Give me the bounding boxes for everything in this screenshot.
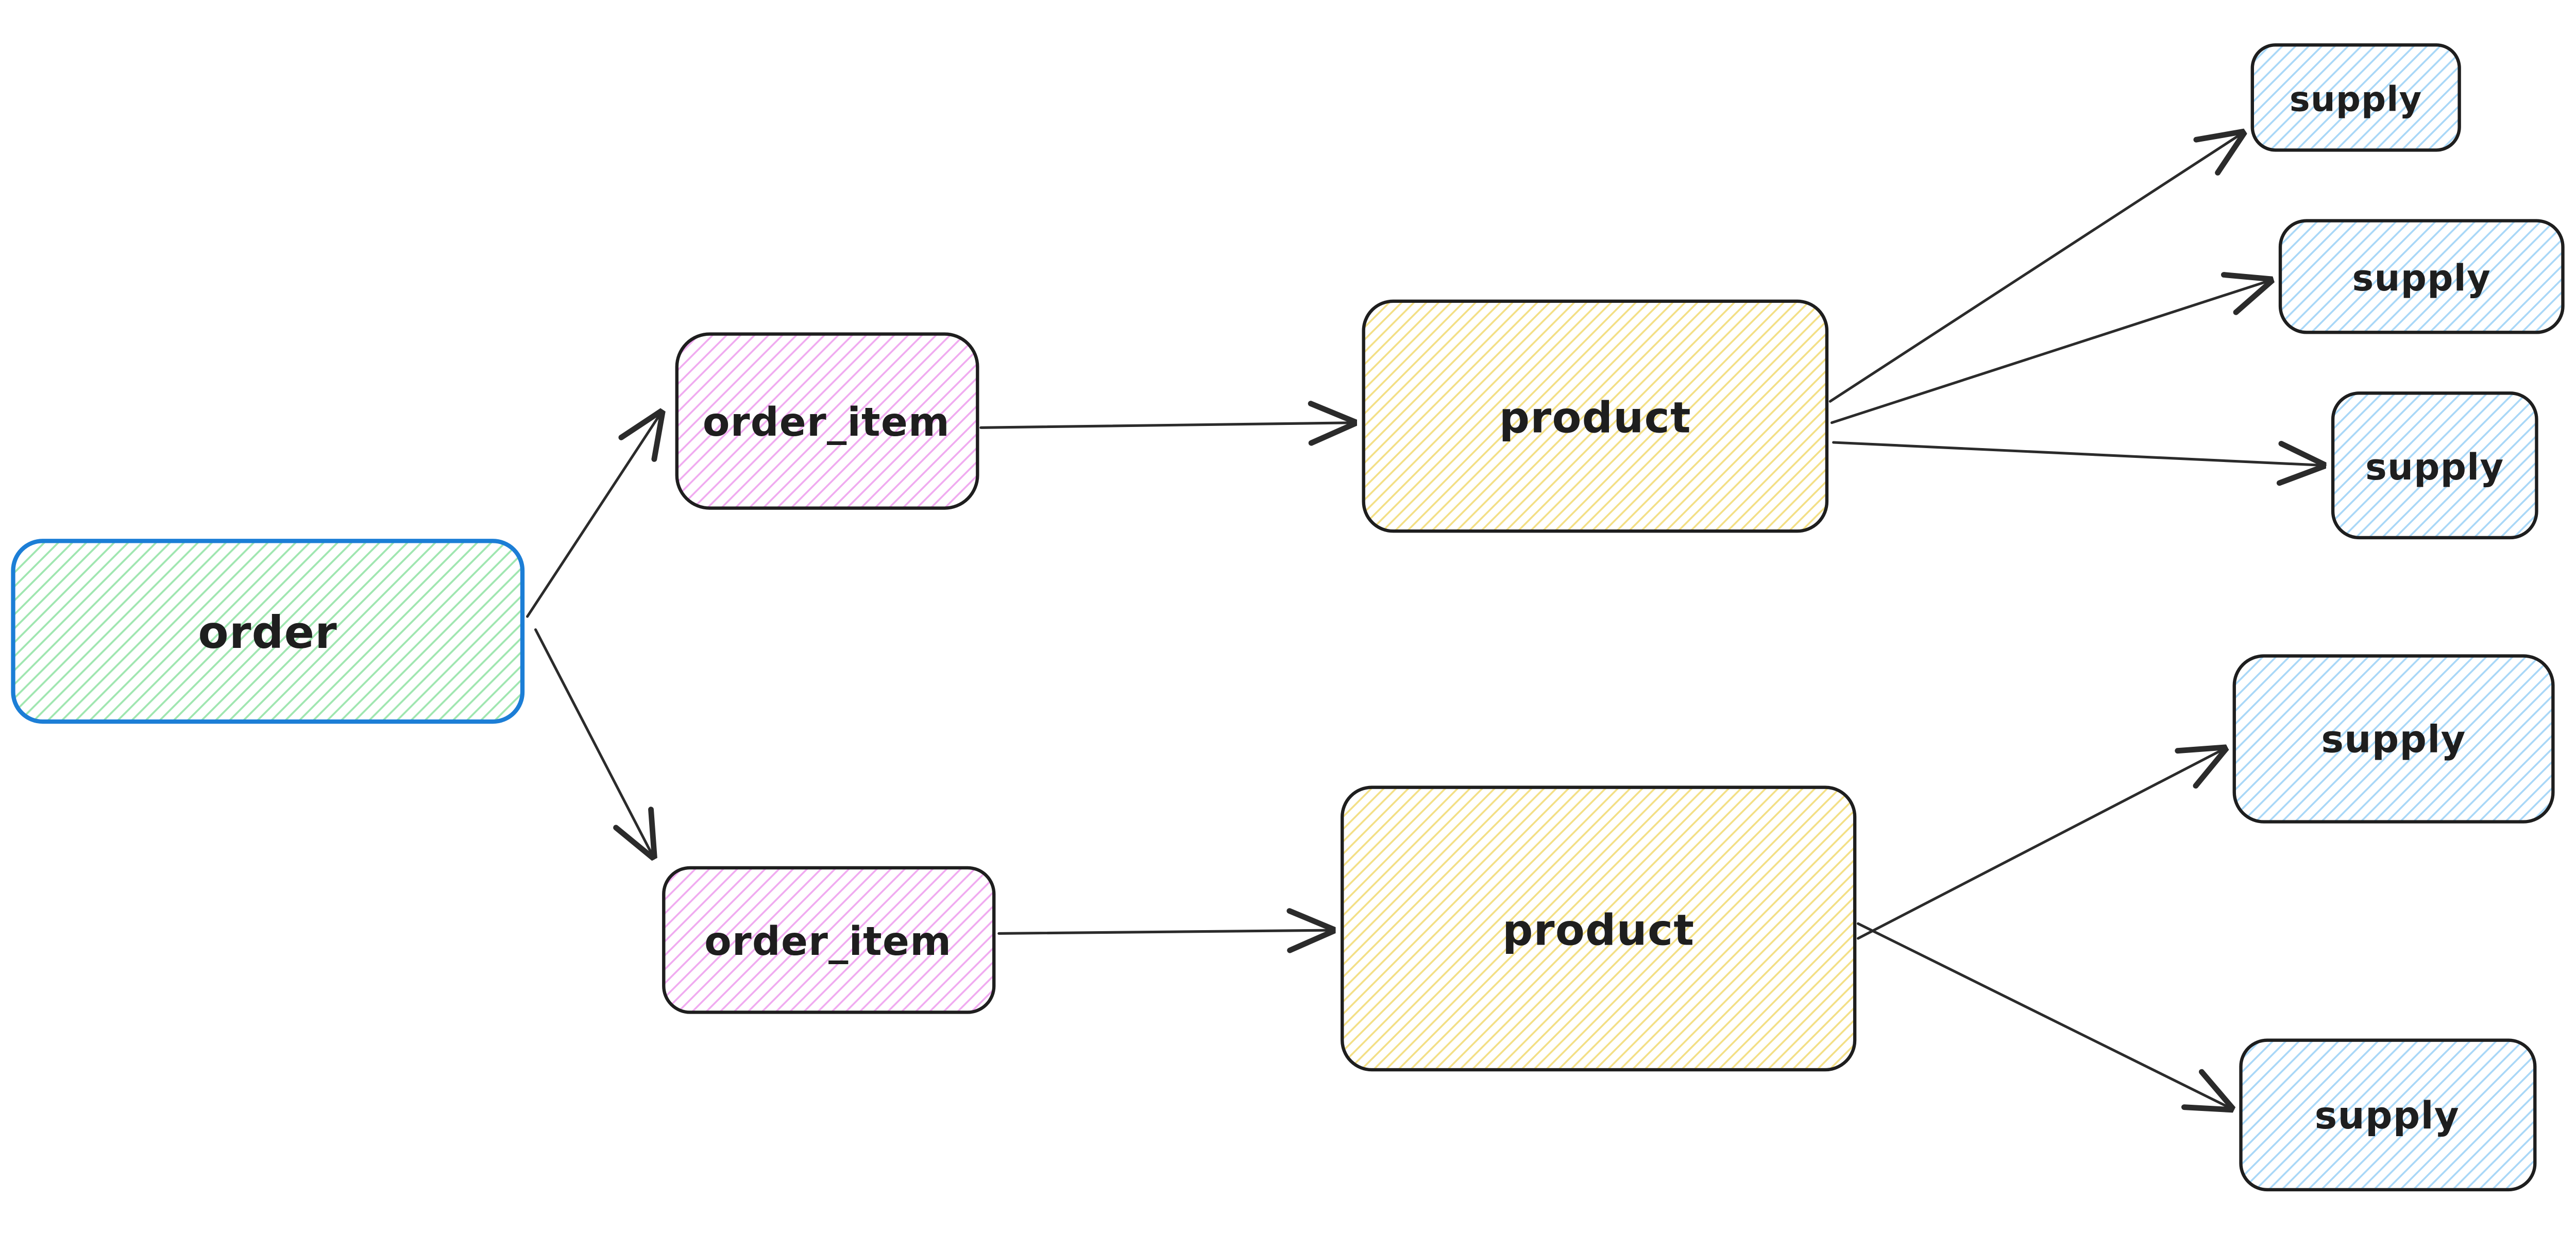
supply-1-box[interactable] <box>2250 43 2461 152</box>
supply-3-label: supply <box>2365 446 2504 488</box>
edge-order-to-order-item-1[interactable] <box>526 411 662 618</box>
edge-product-1-to-supply-3[interactable] <box>1832 442 2325 466</box>
order-item-1-label: order_item <box>703 400 950 446</box>
edges-layer <box>526 132 2325 1109</box>
node-supply-2[interactable]: supply <box>2278 219 2565 334</box>
supply-4-label: supply <box>2321 718 2466 762</box>
nodes-layer: order order_item product supply supply s… <box>11 43 2565 1192</box>
order-label: order <box>198 607 337 659</box>
supply-1-label: supply <box>2290 79 2422 119</box>
product-2-label: product <box>1502 905 1694 955</box>
node-supply-3[interactable]: supply <box>2331 391 2538 540</box>
node-order-item-2[interactable]: order_item <box>662 866 996 1014</box>
edge-order-item-2-to-product-2[interactable] <box>997 930 1334 933</box>
order-item-2-label: order_item <box>704 919 952 965</box>
node-supply-5[interactable]: supply <box>2239 1038 2537 1192</box>
supply-2-box[interactable] <box>2278 219 2565 334</box>
edge-product-2-to-supply-4[interactable] <box>1856 748 2226 940</box>
supply-4-box[interactable] <box>2232 654 2555 824</box>
supply-2-label: supply <box>2352 257 2491 299</box>
edge-order-to-order-item-2[interactable] <box>534 628 654 858</box>
edge-product-1-to-supply-2[interactable] <box>1830 280 2272 424</box>
edge-product-1-to-supply-1[interactable] <box>1828 132 2244 403</box>
node-order[interactable]: order <box>11 539 525 724</box>
order-item-1-box[interactable] <box>675 332 979 510</box>
supply-3-box[interactable] <box>2331 391 2538 540</box>
node-supply-1[interactable]: supply <box>2250 43 2461 152</box>
node-product-1[interactable]: product <box>1362 299 1829 533</box>
product-1-label: product <box>1499 393 1691 443</box>
product-1-box[interactable] <box>1362 299 1829 533</box>
edge-product-2-to-supply-5[interactable] <box>1856 922 2233 1109</box>
order-item-2-box[interactable] <box>662 866 996 1014</box>
supply-5-box[interactable] <box>2239 1038 2537 1192</box>
edge-order-item-1-to-product-1[interactable] <box>979 423 1355 428</box>
node-product-2[interactable]: product <box>1341 785 1857 1072</box>
node-supply-4[interactable]: supply <box>2232 654 2555 824</box>
node-order-item-1[interactable]: order_item <box>675 332 979 510</box>
product-2-box[interactable] <box>1341 785 1857 1072</box>
supply-5-label: supply <box>2315 1094 2460 1138</box>
order-box[interactable] <box>11 539 525 724</box>
